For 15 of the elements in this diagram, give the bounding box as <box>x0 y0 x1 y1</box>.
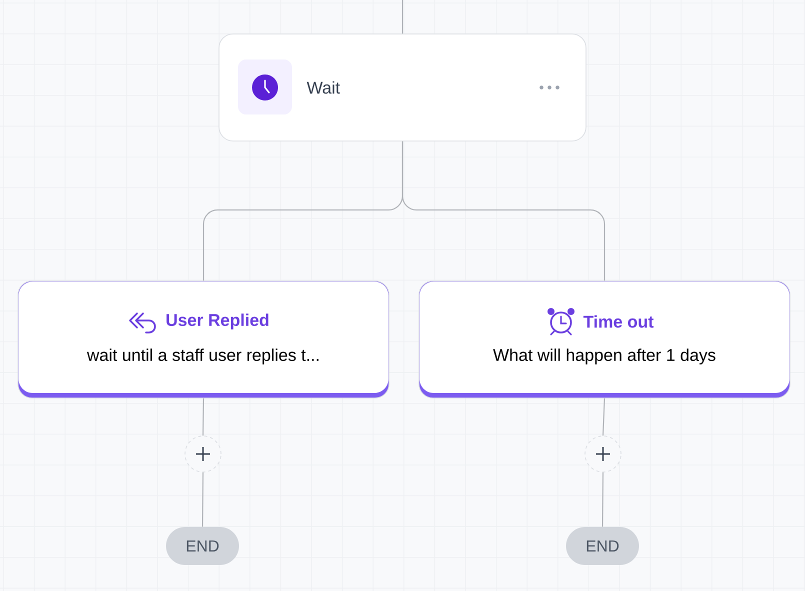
add-button <box>584 436 622 472</box>
end-pill: END <box>166 526 239 565</box>
branch-description: What will happen after 1 days <box>493 348 716 364</box>
branch-description: wait until a staff user replies t... <box>86 348 318 364</box>
connector-line <box>402 0 404 34</box>
connector-line <box>602 472 604 527</box>
connector-line <box>202 472 204 527</box>
end-pill: END <box>566 526 639 565</box>
connector-line <box>402 141 606 281</box>
branch-title: Time out <box>583 315 654 328</box>
step-title: Wait <box>306 81 340 94</box>
branch-title: User Replied <box>166 314 268 330</box>
add-button <box>184 436 222 472</box>
connector-line <box>602 398 606 436</box>
connector-line <box>202 398 204 436</box>
